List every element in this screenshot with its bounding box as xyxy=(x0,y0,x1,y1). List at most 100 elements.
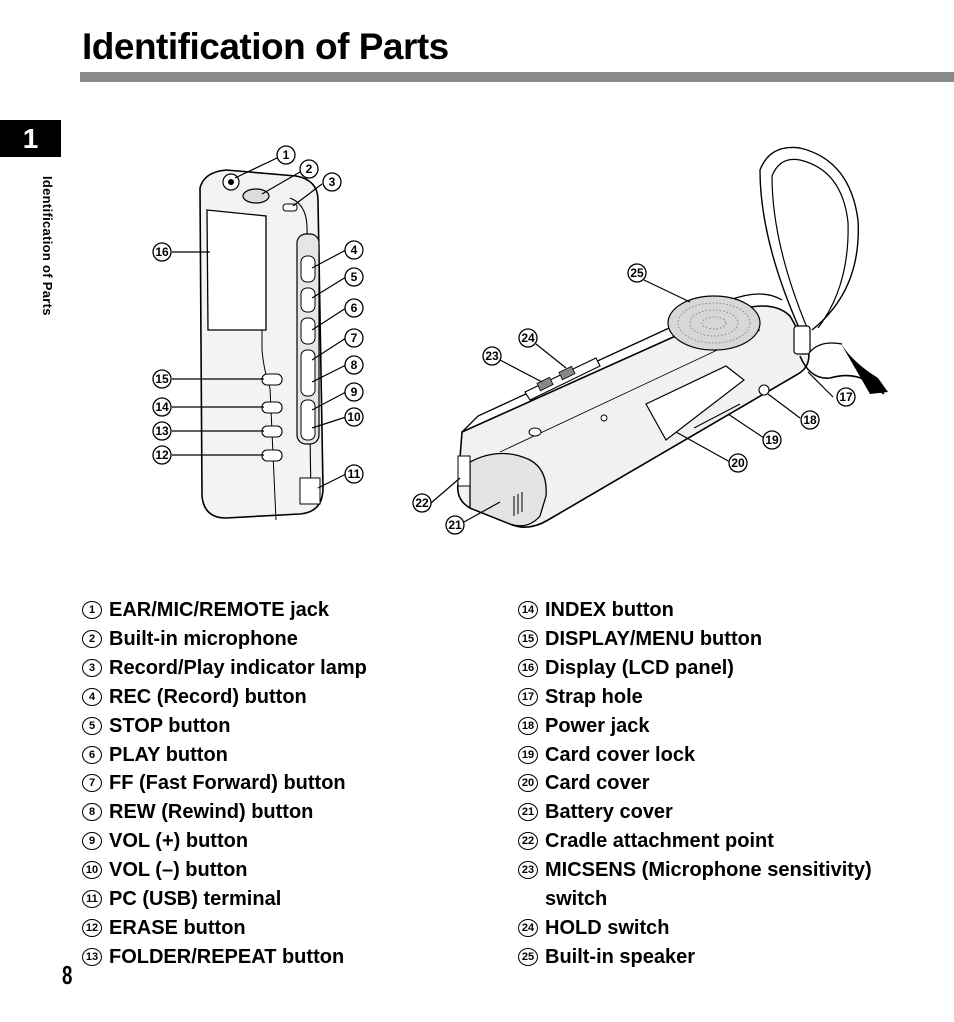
item-label: Record/Play indicator lamp xyxy=(109,656,367,679)
item-number: 4 xyxy=(82,687,102,706)
item-label: STOP button xyxy=(109,714,231,737)
item-number: 25 xyxy=(518,947,538,966)
builtin-speaker xyxy=(667,295,761,351)
callout-20: 20 xyxy=(728,453,748,473)
strap-hole xyxy=(793,325,811,355)
svg-text:16: 16 xyxy=(155,245,169,259)
svg-text:4: 4 xyxy=(351,243,358,257)
svg-text:6: 6 xyxy=(351,301,358,315)
item-number: 2 xyxy=(82,629,102,648)
callout-11: 11 xyxy=(344,464,364,484)
front-leader-lines xyxy=(172,157,347,489)
item-label: VOL (–) button xyxy=(109,859,248,882)
list-item: 4 REC (Record) button xyxy=(82,683,502,712)
svg-text:24: 24 xyxy=(521,331,535,345)
item-label: Built-in microphone xyxy=(109,627,298,650)
callout-9: 9 xyxy=(344,382,364,402)
svg-text:12: 12 xyxy=(155,448,169,462)
list-item: 11 PC (USB) terminal xyxy=(82,885,502,914)
rec-button xyxy=(300,255,316,283)
micsens-switch xyxy=(536,376,554,392)
item-label: DISPLAY/MENU button xyxy=(545,627,763,650)
item-label: Battery cover xyxy=(545,801,673,824)
item-label: REC (Record) button xyxy=(109,685,307,708)
callout-24: 24 xyxy=(518,328,538,348)
folder-repeat-button xyxy=(261,425,283,438)
svg-text:2: 2 xyxy=(306,162,313,176)
recorder-front-view xyxy=(199,169,324,521)
callout-14: 14 xyxy=(152,397,172,417)
svg-text:8: 8 xyxy=(351,358,358,372)
index-button xyxy=(261,401,283,414)
cradle-attachment xyxy=(457,455,471,487)
svg-text:10: 10 xyxy=(347,410,361,424)
svg-text:3: 3 xyxy=(329,175,336,189)
list-item: 25 Built-in speaker xyxy=(518,943,938,972)
svg-text:22: 22 xyxy=(415,496,429,510)
ff-rew-button xyxy=(300,349,316,397)
callout-8: 8 xyxy=(344,355,364,375)
builtin-microphone xyxy=(242,188,270,204)
item-label: Card cover lock xyxy=(545,743,696,766)
item-number: 18 xyxy=(518,716,538,735)
item-number: 13 xyxy=(82,947,102,966)
stop-button xyxy=(300,287,316,313)
callout-2: 2 xyxy=(299,159,319,179)
item-label: HOLD switch xyxy=(545,916,670,939)
svg-text:15: 15 xyxy=(155,372,169,386)
callout-17: 17 xyxy=(836,387,856,407)
item-label: PLAY button xyxy=(109,743,228,766)
erase-button xyxy=(261,449,283,462)
svg-text:13: 13 xyxy=(155,424,169,438)
callout-25: 25 xyxy=(627,263,647,283)
battery-cover xyxy=(469,452,547,527)
list-item: 3 Record/Play indicator lamp xyxy=(82,654,502,683)
svg-text:23: 23 xyxy=(485,349,499,363)
svg-text:9: 9 xyxy=(351,385,358,399)
item-label: VOL (+) button xyxy=(109,830,249,853)
display-menu-button xyxy=(261,373,283,386)
card-cover xyxy=(645,365,745,441)
volume-buttons xyxy=(300,399,316,441)
item-number: 1 xyxy=(82,601,102,619)
callout-23: 23 xyxy=(482,346,502,366)
title-rule xyxy=(80,72,954,82)
callout-3: 3 xyxy=(322,172,342,192)
item-label: Strap hole xyxy=(545,685,643,708)
list-item: 24 HOLD switch xyxy=(518,914,938,943)
lcd-panel xyxy=(206,209,267,331)
item-label: Built-in speaker xyxy=(545,945,696,968)
callout-6: 6 xyxy=(344,298,364,318)
item-number: 17 xyxy=(518,687,538,706)
list-item: 17 Strap hole xyxy=(518,683,938,712)
item-number: 22 xyxy=(518,832,538,851)
item-number: 24 xyxy=(518,918,538,937)
callout-5: 5 xyxy=(344,267,364,287)
svg-text:17: 17 xyxy=(839,390,853,404)
card-cover-lock xyxy=(693,403,741,429)
svg-text:11: 11 xyxy=(348,467,361,481)
item-number: 16 xyxy=(518,658,538,677)
play-button xyxy=(300,317,316,345)
svg-text:20: 20 xyxy=(731,456,745,470)
item-label: PC (USB) terminal xyxy=(109,888,282,911)
page-title: Identification of Parts xyxy=(82,26,449,67)
callout-15: 15 xyxy=(152,369,172,389)
chapter-tab: 1 xyxy=(0,120,61,157)
callout-18: 18 xyxy=(800,410,820,430)
callout-1: 1 xyxy=(276,145,296,165)
item-number: 11 xyxy=(82,890,102,909)
recorder-illustration: 1 2 3 4 5 6 7 8 9 10 11 12 13 14 15 16 1… xyxy=(152,145,888,535)
item-number: 3 xyxy=(82,658,102,677)
